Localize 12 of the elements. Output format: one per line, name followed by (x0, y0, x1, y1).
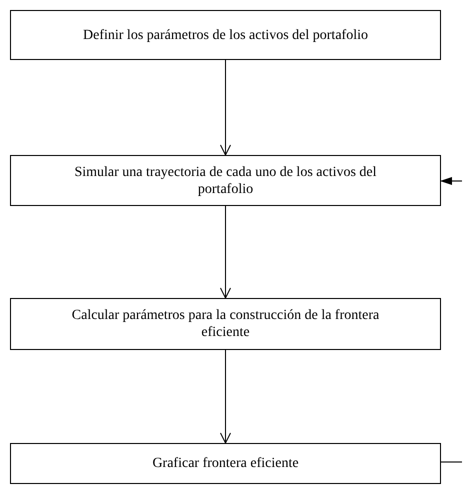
step-text: Simular una trayectoria de cada uno de los activos del portafolio (73, 164, 378, 198)
arrow (220, 350, 231, 444)
process-box (10, 10, 441, 60)
arrow (440, 177, 462, 185)
process-box (10, 298, 441, 350)
step-text: Definir los parámetros de los activos del portafolio (83, 26, 368, 44)
arrow (220, 206, 231, 298)
step-text: Graficar frontera eficiente (152, 455, 299, 472)
process-box (10, 155, 441, 206)
process-box (10, 443, 441, 484)
step-text: Calcular parámetros para la construcción de la frontera eficiente (70, 307, 380, 341)
arrow (220, 60, 231, 156)
